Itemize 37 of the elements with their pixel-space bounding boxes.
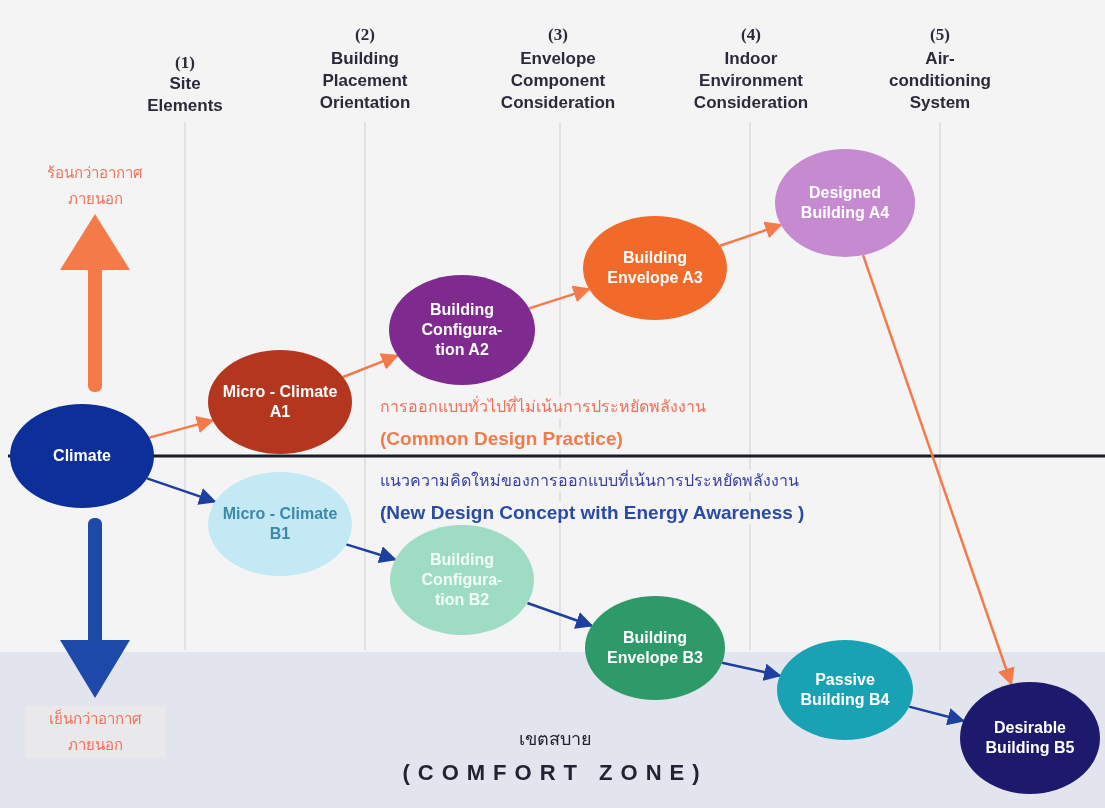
column-heading: Envelope Component Consideration: [500, 48, 616, 114]
zone-label: (COMFORT ZONE): [402, 762, 708, 784]
column-heading: Indoor Environment Consideration: [693, 48, 809, 114]
stage-label: Desirable Building B5: [984, 718, 1076, 758]
stage-label: Building Envelope A3: [606, 248, 704, 288]
column-heading: Building Placement Orientation: [319, 48, 411, 114]
region-caption: (Common Design Practice): [380, 428, 623, 450]
temperature-note: เย็นกว่าอากาศ ภายนอก: [25, 706, 165, 758]
column-heading: Site Elements: [147, 73, 223, 117]
stage-label: Climate: [52, 446, 112, 466]
stage-label: Building Envelope B3: [606, 628, 704, 668]
column-number: (1): [175, 52, 195, 74]
temperature-note: ร้อนกว่าอากาศ ภายนอก: [46, 163, 144, 210]
arrow: [526, 601, 594, 629]
column-number: (4): [741, 24, 761, 46]
zone-label: เขตสบาย: [518, 728, 592, 750]
region-caption: (New Design Concept with Energy Awareness ): [380, 502, 805, 524]
column-number: (3): [548, 24, 568, 46]
arrow: [528, 285, 591, 310]
stage-label: Building Configura- tion B2: [420, 550, 504, 610]
stage-label: Building Configura- tion A2: [420, 300, 504, 360]
arrow: [146, 477, 217, 505]
column-number: (2): [355, 24, 375, 46]
stage-label: Micro - Climate A1: [221, 382, 339, 422]
arrow: [721, 661, 782, 681]
column-number: (5): [930, 24, 950, 46]
arrow: [861, 254, 1015, 686]
arrow: [908, 705, 966, 726]
arrow: [149, 416, 215, 439]
region-caption: การออกแบบทั่วไปที่ไม่เน้นการประหยัดพลังงาน: [380, 396, 706, 418]
arrow: [342, 353, 399, 379]
stage-label: Passive Building B4: [799, 670, 891, 710]
column-heading: Air- conditioning System: [889, 48, 991, 114]
stage-label: Designed Building A4: [799, 183, 891, 223]
arrow: [345, 543, 397, 564]
stage-label: Micro - Climate B1: [221, 504, 339, 544]
region-caption: แนวความคิดใหม่ของการออกแบบที่เน้นการประหยัดพลังงาน: [380, 470, 799, 492]
